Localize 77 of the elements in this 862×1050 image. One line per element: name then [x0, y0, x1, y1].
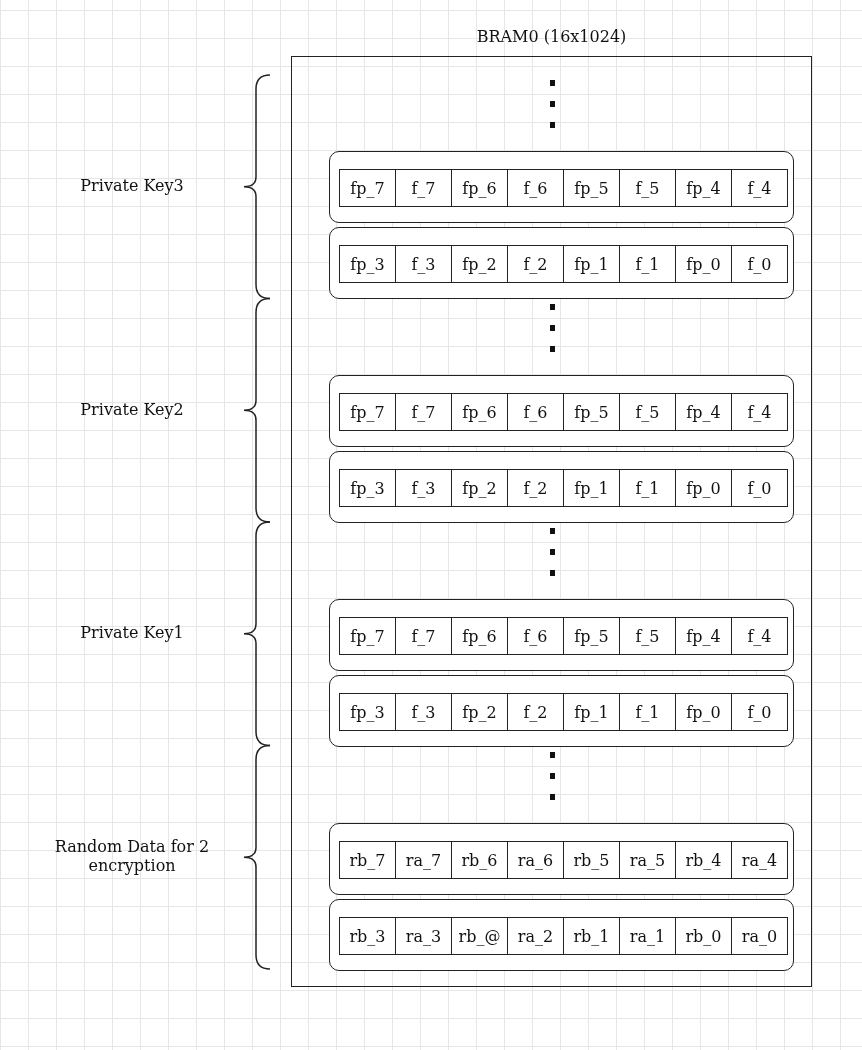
memory-cell: fp_2: [451, 693, 508, 731]
memory-row: [329, 227, 794, 299]
memory-cell: rb_1: [563, 917, 620, 955]
memory-row: [329, 823, 794, 895]
memory-cell: ra_1: [619, 917, 676, 955]
memory-cell: rb_3: [339, 917, 396, 955]
memory-cell: rb_@: [451, 917, 508, 955]
memory-cell: rb_0: [675, 917, 732, 955]
memory-row: [329, 375, 794, 447]
memory-cell: fp_7: [339, 393, 396, 431]
memory-cell: fp_5: [563, 617, 620, 655]
memory-cell: rb_4: [675, 841, 732, 879]
memory-cell: f_0: [731, 245, 788, 283]
memory-cell: fp_2: [451, 245, 508, 283]
section-label: Random Data for 2 encryption: [53, 837, 211, 876]
memory-cell: rb_5: [563, 841, 620, 879]
memory-cell: ra_0: [731, 917, 788, 955]
memory-cell: fp_1: [563, 469, 620, 507]
memory-cell: f_7: [395, 617, 452, 655]
memory-cell: f_6: [507, 393, 564, 431]
block-title: BRAM0 (16x1024): [476, 27, 627, 46]
memory-cell: f_4: [731, 617, 788, 655]
memory-cell: ra_6: [507, 841, 564, 879]
memory-cell: f_1: [619, 245, 676, 283]
memory-cell: fp_6: [451, 393, 508, 431]
memory-cell: ra_3: [395, 917, 452, 955]
memory-cell: fp_4: [675, 617, 732, 655]
memory-cell: fp_7: [339, 169, 396, 207]
memory-cell: fp_3: [339, 245, 396, 283]
memory-cell: f_1: [619, 693, 676, 731]
memory-cell: f_7: [395, 169, 452, 207]
memory-cell: fp_3: [339, 469, 396, 507]
memory-cell: f_5: [619, 393, 676, 431]
memory-cell: f_6: [507, 169, 564, 207]
memory-cell: fp_2: [451, 469, 508, 507]
section-label: Private Key2: [79, 399, 185, 419]
memory-row: [329, 151, 794, 223]
section-label: Private Key1: [79, 623, 185, 643]
memory-cell: fp_3: [339, 693, 396, 731]
memory-cell: rb_6: [451, 841, 508, 879]
memory-cell: f_5: [619, 169, 676, 207]
memory-cell: fp_4: [675, 169, 732, 207]
memory-cell: rb_7: [339, 841, 396, 879]
memory-cell: fp_0: [675, 245, 732, 283]
memory-cell: fp_0: [675, 469, 732, 507]
memory-cell: f_3: [395, 693, 452, 731]
memory-cell: fp_6: [451, 617, 508, 655]
memory-cell: f_7: [395, 393, 452, 431]
memory-cell: fp_1: [563, 245, 620, 283]
memory-cell: f_5: [619, 617, 676, 655]
memory-cell: f_2: [507, 245, 564, 283]
memory-cell: fp_0: [675, 693, 732, 731]
memory-row: [329, 675, 794, 747]
section-label: Private Key3: [79, 176, 185, 196]
memory-cell: ra_2: [507, 917, 564, 955]
memory-cell: fp_1: [563, 693, 620, 731]
memory-cell: fp_7: [339, 617, 396, 655]
memory-cell: fp_6: [451, 169, 508, 207]
memory-cell: f_2: [507, 693, 564, 731]
memory-cell: f_4: [731, 393, 788, 431]
memory-cell: f_1: [619, 469, 676, 507]
memory-row: [329, 451, 794, 523]
memory-row: [329, 899, 794, 971]
memory-cell: f_0: [731, 469, 788, 507]
memory-cell: ra_4: [731, 841, 788, 879]
memory-cell: ra_7: [395, 841, 452, 879]
memory-row: [329, 599, 794, 671]
memory-cell: f_2: [507, 469, 564, 507]
memory-cell: f_4: [731, 169, 788, 207]
memory-cell: ra_5: [619, 841, 676, 879]
memory-cell: f_3: [395, 469, 452, 507]
memory-cell: fp_4: [675, 393, 732, 431]
memory-cell: fp_5: [563, 393, 620, 431]
memory-cell: fp_5: [563, 169, 620, 207]
memory-cell: f_0: [731, 693, 788, 731]
memory-cell: f_6: [507, 617, 564, 655]
memory-cell: f_3: [395, 245, 452, 283]
